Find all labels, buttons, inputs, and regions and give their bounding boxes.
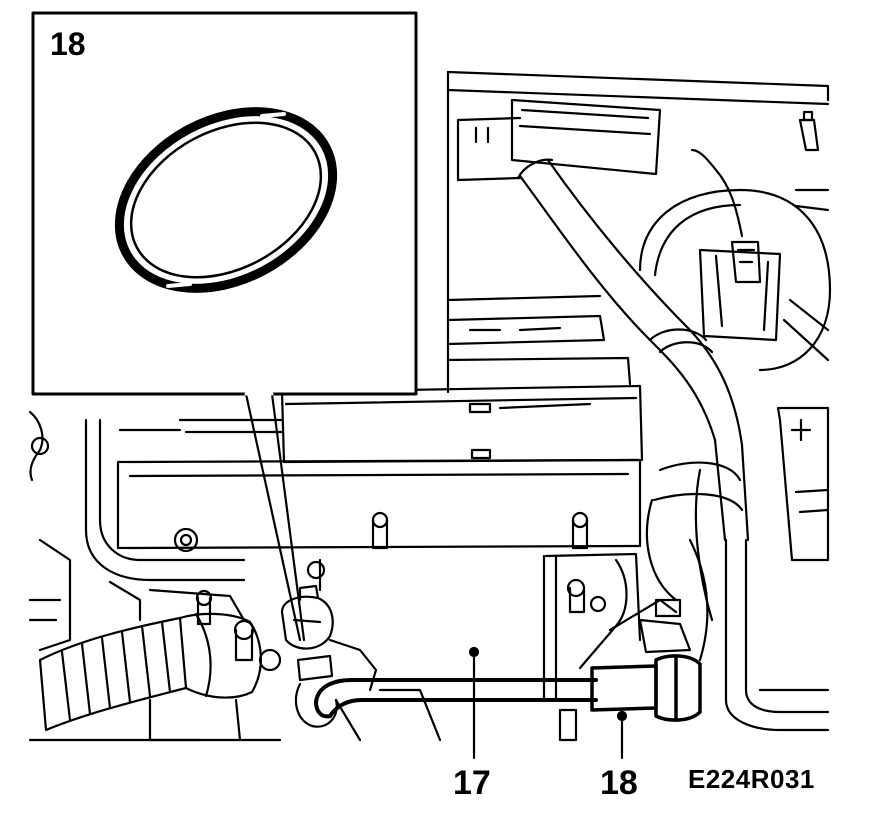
pipe-connector <box>590 654 702 722</box>
inset-box <box>31 11 418 396</box>
figure-code: E224R031 <box>688 764 815 794</box>
inset-part-number: 18 <box>50 26 86 62</box>
callout-label-17: 17 <box>453 764 491 802</box>
coolant-pipe <box>314 678 598 719</box>
o-ring <box>114 107 338 293</box>
callout-pointers <box>468 646 628 760</box>
inset-pointer <box>244 392 306 642</box>
engine-bay-lines <box>28 70 832 742</box>
callout-label-18: 18 <box>600 764 638 802</box>
